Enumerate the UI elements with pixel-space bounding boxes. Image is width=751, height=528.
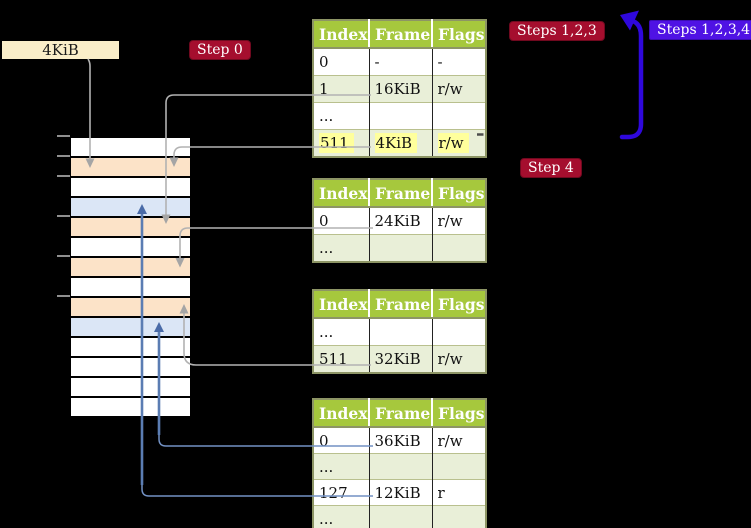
table-row: 0 - - (313, 47, 486, 76)
steps-1234-badge: Steps 1,2,3,4 (649, 20, 751, 40)
table-row: 1 16KiB r/w (313, 75, 486, 103)
table-row: 0 24KiB r/w (313, 206, 486, 235)
header-flags: Flags (431, 399, 486, 428)
header-index: Index (313, 290, 369, 319)
memory-tick (57, 255, 70, 257)
table-row: ... (313, 317, 486, 346)
page-table-level-1: Index Frame Flags 0 - - 1 16KiB r/w ... … (312, 19, 487, 158)
cell-index: ... (313, 102, 369, 130)
cell-index: 0 (313, 206, 369, 235)
table-header-row: Index Frame Flags (313, 399, 486, 428)
table-row: 127 12KiB r (313, 479, 486, 506)
cell-flags: - (431, 47, 486, 76)
big-loop-arrow (619, 18, 644, 140)
page-size-label: 4KiB (2, 41, 119, 59)
arrowhead-up-left (620, 10, 639, 31)
cell-index: 127 (313, 479, 369, 506)
header-frame: Frame (368, 399, 432, 428)
table-row: 0 36KiB r/w (313, 426, 486, 454)
table-row: ... (313, 102, 486, 130)
page-table-level-2: Index Frame Flags 0 24KiB r/w ... (312, 178, 487, 263)
memory-row (71, 356, 190, 376)
cell-frame: 36KiB (368, 426, 432, 454)
cell-frame: 32KiB (368, 345, 432, 373)
memory-row (71, 276, 190, 296)
cell-index: 0 (313, 47, 369, 76)
header-flags: Flags (431, 290, 486, 319)
cell-flags: r/w (431, 75, 486, 103)
memory-tick (57, 175, 70, 177)
cell-flags: r/w (431, 426, 486, 454)
cell-flags: r/w (431, 345, 486, 373)
step0-badge: Step 0 (189, 40, 251, 60)
header-frame: Frame (368, 20, 432, 49)
cell-frame (368, 234, 432, 262)
memory-tick (57, 135, 70, 137)
cell-flags (431, 317, 486, 346)
memory-row (71, 176, 190, 196)
memory-tick (57, 155, 70, 157)
table-header-row: Index Frame Flags (313, 179, 486, 208)
cell-flags: r/w (431, 129, 486, 157)
cell-index: ... (313, 453, 369, 480)
cell-index: 0 (313, 426, 369, 454)
cell-frame (368, 317, 432, 346)
memory-row (71, 156, 190, 176)
memory-row (71, 376, 190, 396)
table-header-row: Index Frame Flags (313, 290, 486, 319)
header-index: Index (313, 399, 369, 428)
table-row: 511 32KiB r/w (313, 345, 486, 373)
step4-badge: Step 4 (520, 158, 582, 178)
page-table-level-3: Index Frame Flags ... 511 32KiB r/w (312, 289, 487, 374)
cell-frame: 12KiB (368, 479, 432, 506)
memory-row (71, 236, 190, 256)
cell-flags: r/w (431, 206, 486, 235)
memory-row (71, 296, 190, 316)
cell-index: ... (313, 505, 369, 528)
cell-index: 511 (313, 345, 369, 373)
header-index: Index (313, 179, 369, 208)
memory-row (71, 336, 190, 356)
cell-frame: 4KiB (368, 129, 432, 157)
memory-row (71, 216, 190, 236)
cell-frame: 16KiB (368, 75, 432, 103)
memory-tick (57, 295, 70, 297)
memory-row (71, 196, 190, 216)
cell-index: 1 (313, 75, 369, 103)
table-row: ... (313, 234, 486, 262)
memory-row (71, 256, 190, 276)
steps-123-badge: Steps 1,2,3 (509, 21, 605, 41)
header-flags: Flags (431, 179, 486, 208)
memory-tick (57, 215, 70, 217)
cell-frame (368, 505, 432, 528)
highlight: 511 (319, 133, 354, 153)
cell-index: ... (313, 317, 369, 346)
memory-row (71, 138, 190, 156)
page-table-level-4: Index Frame Flags 0 36KiB r/w ... 127 12… (312, 398, 487, 528)
cell-index: ... (313, 234, 369, 262)
highlight: 4KiB (374, 133, 418, 153)
memory-column (71, 136, 190, 416)
cell-flags (431, 453, 486, 480)
cell-flags (431, 505, 486, 528)
cell-frame: 24KiB (368, 206, 432, 235)
header-flags: Flags (431, 20, 486, 49)
cell-flags (431, 234, 486, 262)
header-frame: Frame (368, 290, 432, 319)
cell-frame: - (368, 47, 432, 76)
table-header-row: Index Frame Flags (313, 20, 486, 49)
cell-frame (368, 453, 432, 480)
table-row: ... (313, 453, 486, 480)
header-index: Index (313, 20, 369, 49)
memory-row (71, 316, 190, 336)
cell-index: 511 (313, 129, 369, 157)
highlight: r/w (437, 133, 469, 153)
cell-flags: r (431, 479, 486, 506)
header-frame: Frame (368, 179, 432, 208)
memory-row (71, 396, 190, 416)
cell-flags (431, 102, 486, 130)
table-row-highlighted: 511 4KiB r/w (313, 129, 486, 157)
table-row: ... (313, 505, 486, 528)
cell-frame (368, 102, 432, 130)
